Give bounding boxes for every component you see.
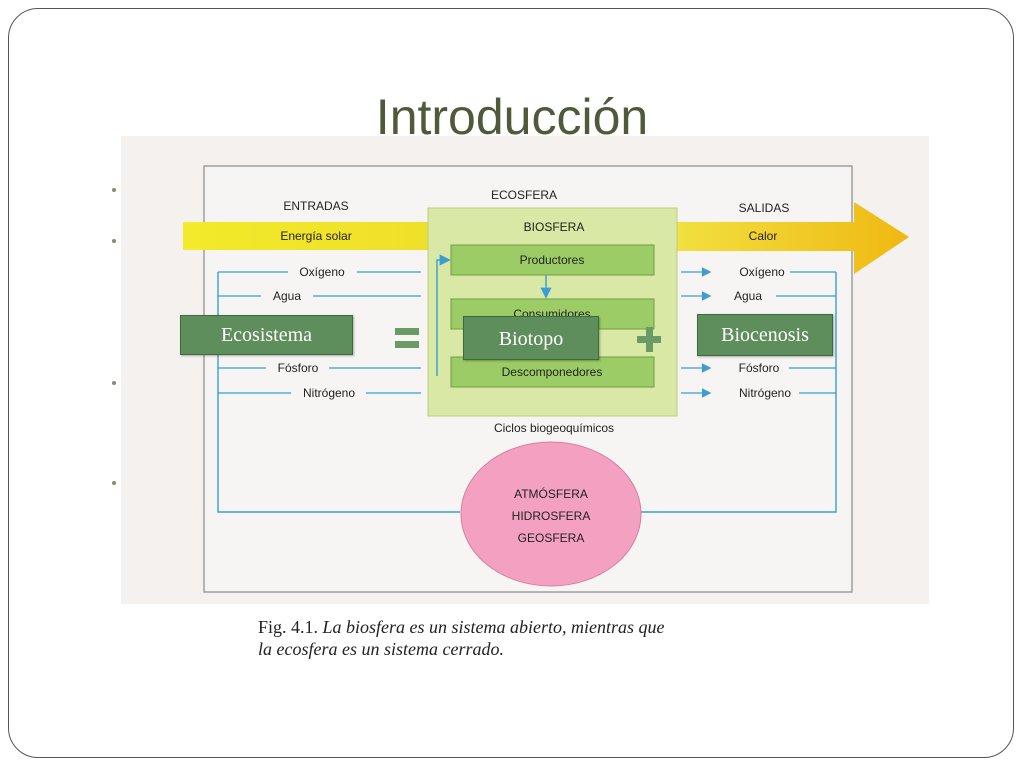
entradas-label: ENTRADAS [283, 199, 348, 213]
slide-title: Introducción [375, 89, 649, 145]
caption-label: Fig. 4.1. [258, 617, 319, 637]
circle-label: HIDROSFERA [512, 509, 591, 523]
circle-label: GEOSFERA [518, 531, 585, 545]
left-element-lines [218, 271, 421, 394]
descomponedores-label: Descomponedores [502, 365, 603, 379]
bullet-marker [112, 381, 116, 385]
productores-box [450, 244, 655, 276]
cycle-loop-right [641, 272, 837, 513]
biotopo-box: Biotopo [463, 316, 599, 360]
calor-label: Calor [749, 229, 778, 243]
ecosphere-diagram: ECOSFERA ENTRADAS SALIDAS Energía solar … [121, 136, 929, 604]
geosphere-circle [460, 441, 642, 587]
ecosfera-label: ECOSFERA [491, 188, 557, 202]
salidas-label: SALIDAS [739, 201, 790, 215]
biosfera-label: BIOSFERA [524, 220, 585, 234]
biocenosis-box: Biocenosis [697, 314, 833, 356]
left-element-label: Fósforo [278, 361, 319, 375]
right-element-label: Oxígeno [739, 265, 785, 279]
bullet-marker [112, 239, 116, 243]
ecosistema-box: Ecosistema [180, 315, 353, 355]
caption-text: La biosfera es un sistema abierto, mient… [258, 617, 665, 659]
flow-arrow [436, 254, 451, 376]
right-element-label: Fósforo [739, 361, 780, 375]
bullet-marker [112, 188, 116, 192]
bullet-marker [112, 481, 116, 485]
productores-label: Productores [520, 253, 585, 267]
left-element-label: Agua [273, 289, 301, 303]
right-element-label: Agua [734, 289, 762, 303]
ciclos-label: Ciclos biogeoquímicos [494, 421, 614, 435]
left-element-label: Nitrógeno [303, 386, 355, 400]
right-element-arrows [681, 267, 836, 398]
circle-label: ATMÓSFERA [514, 486, 588, 501]
left-element-label: Oxígeno [299, 265, 345, 279]
figure-caption: Fig. 4.1. La biosfera es un sistema abie… [258, 616, 678, 660]
energia-solar-band [183, 222, 433, 250]
diagram-svg: ECOSFERA ENTRADAS SALIDAS Energía solar … [183, 165, 909, 593]
energia-solar-label: Energía solar [280, 229, 351, 243]
calor-arrow [677, 202, 909, 274]
right-element-label: Nitrógeno [739, 386, 791, 400]
